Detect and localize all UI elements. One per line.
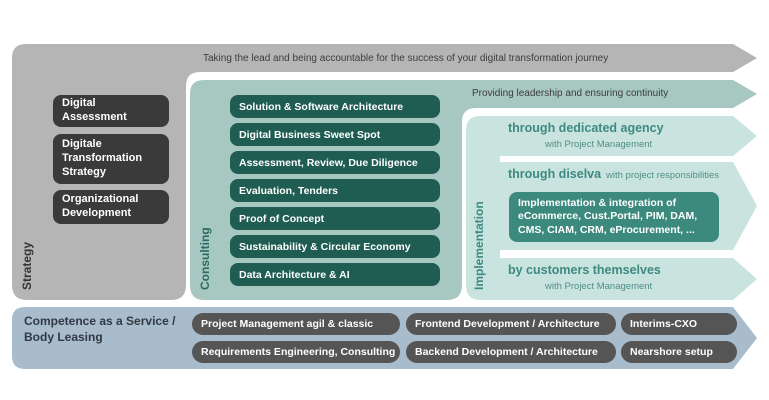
top-banner-text: Taking the lead and being accountable fo… (203, 53, 609, 64)
caas-item-backend: Backend Development / Architecture (406, 341, 616, 363)
implementation-label: Implementation (472, 201, 486, 290)
caas-item-project-management: Project Management agil & classic (192, 313, 400, 335)
implementation-area (466, 116, 500, 300)
consulting-item-sustainability: Sustainability & Circular Economy (230, 235, 440, 258)
consulting-label: Consulting (198, 227, 212, 290)
implementation-arrow-agency (500, 116, 757, 156)
diselva-heading: through diselva (508, 167, 602, 181)
consulting-item-solution-architecture: Solution & Software Architecture (230, 95, 440, 118)
caas-label: Competence as a Service / Body Leasing (24, 314, 176, 344)
consulting-item-sweet-spot: Digital Business Sweet Spot (230, 123, 440, 146)
customers-subtext: with Project Management (545, 281, 653, 292)
consulting-banner-text: Providing leadership and ensuring contin… (472, 88, 669, 99)
strategy-item-digital-assessment: Digital Assessment (53, 95, 169, 127)
diselva-implementation-box: Implementation & integration of eCommerc… (509, 192, 719, 242)
caas-item-requirements: Requirements Engineering, Consulting (192, 341, 400, 363)
caas-item-interims-cxo: Interims-CXO (621, 313, 737, 335)
agency-heading: through dedicated agency (508, 121, 664, 135)
strategy-label: Strategy (20, 241, 34, 290)
diselva-subtext: with project responsibilities (606, 170, 719, 181)
caas-item-frontend: Frontend Development / Architecture (406, 313, 616, 335)
implementation-arrow-customers (500, 258, 757, 300)
strategy-item-organizational-development: Organizational Development (53, 190, 169, 224)
consulting-item-due-diligence: Assessment, Review, Due Diligence (230, 151, 440, 174)
caas-item-nearshore: Nearshore setup (621, 341, 737, 363)
strategy-item-transformation-strategy: Digitale Transformation Strategy (53, 134, 169, 184)
consulting-item-tenders: Evaluation, Tenders (230, 179, 440, 202)
consulting-item-data-architecture: Data Architecture & AI (230, 263, 440, 286)
consulting-item-proof-of-concept: Proof of Concept (230, 207, 440, 230)
customers-heading: by customers themselves (508, 263, 661, 277)
agency-subtext: with Project Management (545, 139, 653, 150)
